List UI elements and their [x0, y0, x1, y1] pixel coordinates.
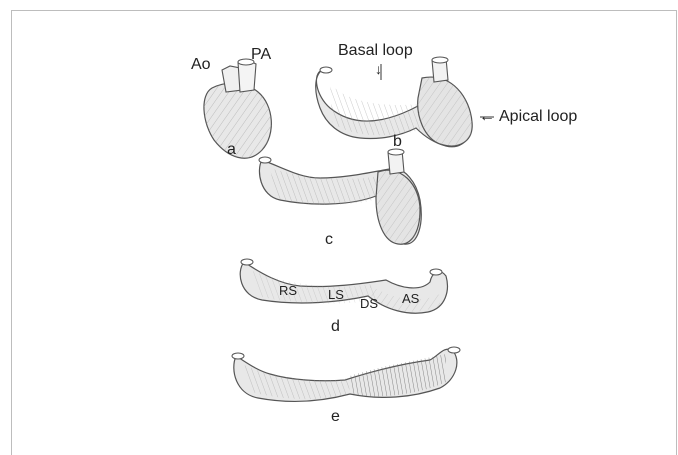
label-ds: DS	[360, 297, 378, 310]
label-panel-b: b	[393, 134, 402, 150]
basal-loop-arrow-icon: ↓	[375, 62, 382, 76]
label-apical-loop: Apical loop	[499, 109, 577, 125]
label-pa: PA	[251, 47, 271, 63]
label-panel-c: c	[325, 232, 333, 248]
label-as: AS	[402, 292, 419, 305]
label-panel-d: d	[331, 319, 340, 335]
label-basal-loop: Basal loop	[338, 43, 413, 59]
label-panel-e: e	[331, 409, 340, 425]
apical-loop-arrow-icon: ←	[479, 109, 495, 125]
label-ao: Ao	[191, 57, 211, 73]
heart-a	[204, 59, 271, 158]
heart-c	[259, 149, 421, 244]
label-rs: RS	[279, 284, 297, 297]
label-panel-a: a	[227, 142, 236, 158]
heart-e	[232, 347, 460, 401]
label-ls: LS	[328, 288, 344, 301]
